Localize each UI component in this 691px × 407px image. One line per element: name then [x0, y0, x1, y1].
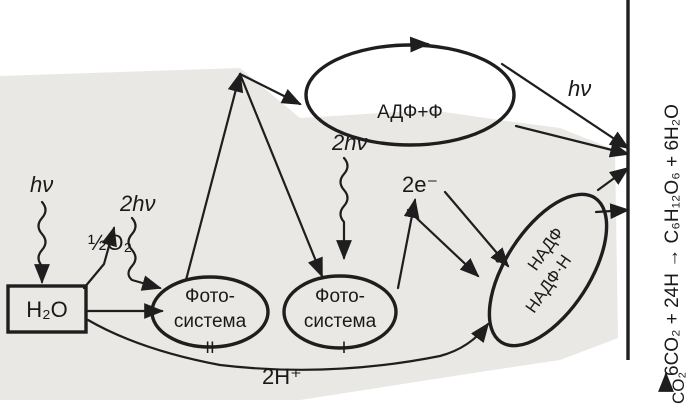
- ps2-line2: система: [174, 311, 247, 332]
- atp-cycle-arrow: [393, 36, 430, 53]
- arrow-to-ps1: [238, 72, 324, 278]
- light-wave-arrow-2: [127, 216, 162, 291]
- arrow-to-atp-cycle: [238, 72, 302, 106]
- electrons-label: 2e⁻: [402, 172, 438, 197]
- photosystem-1: [282, 274, 398, 350]
- arrow-nadp-to-line: [596, 166, 630, 192]
- water-label: H₂O: [26, 297, 68, 322]
- proton-label: 2H⁺: [262, 364, 302, 389]
- light-wave-arrow-3: [336, 156, 352, 260]
- co2-label: CO₂: [669, 372, 688, 404]
- atp-cycle-label: АДФ+Ф: [377, 102, 443, 123]
- light-label-1: hν: [30, 172, 53, 197]
- arrow-electrons-to-nadp: [443, 190, 510, 268]
- arrow-water-to-oxygen: [82, 226, 117, 290]
- equation-label: 6CO₂ + 24H → C₆H₁₂O₆ + 6H₂O: [662, 104, 683, 376]
- arrow-nadph-to-equation: [594, 203, 630, 220]
- ps1-roman: I: [342, 338, 347, 357]
- light-label-2: 2hν: [119, 191, 155, 216]
- arrow-atp-return: [514, 124, 630, 158]
- oxygen-label: ½O₂: [88, 230, 132, 255]
- light-label-3: 2hν: [331, 130, 367, 155]
- water-box: [6, 284, 88, 334]
- ps2-roman: II: [205, 338, 214, 357]
- nadp-cycle: [487, 192, 609, 348]
- light-wave-arrow-1: [34, 200, 50, 284]
- proton-arc: [86, 318, 490, 371]
- ps1-line2: система: [304, 311, 377, 332]
- nadp-dot: [495, 257, 501, 263]
- arrow-ps2-up: [184, 72, 244, 282]
- arrow-to-nadp-2: [406, 208, 480, 278]
- ps2-line1: Фото-: [185, 286, 235, 307]
- photosystem-2: [150, 275, 270, 349]
- light-label-4: hν: [568, 76, 591, 101]
- arrow-atp-to-equation: [500, 62, 630, 150]
- ps1-line1: Фото-: [315, 286, 365, 307]
